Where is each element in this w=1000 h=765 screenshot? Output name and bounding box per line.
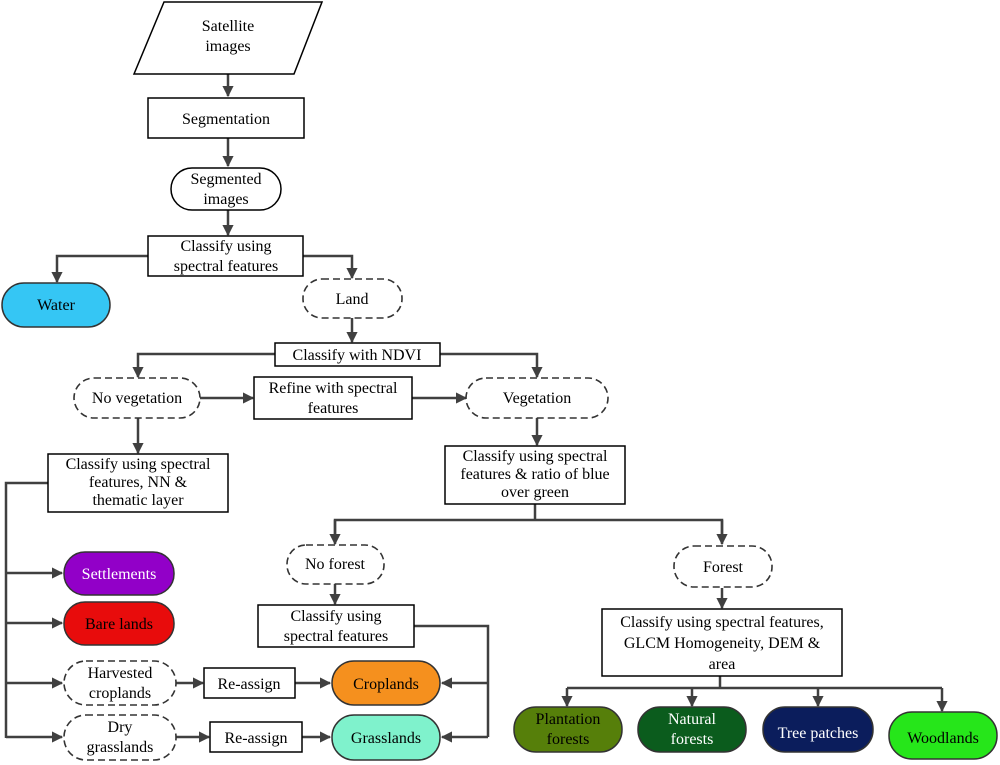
settlements-fill [63,551,175,596]
node-classify-spectral-1: Classify using spectral features [147,235,304,277]
harvested-croplands-line-2: croplands [89,685,151,702]
satellite-images-line-2: images [205,38,250,55]
node-croplands: Croplands [331,660,441,706]
node-no-forest: No forest [286,544,385,585]
bare-lands-label: Bare lands [85,616,153,633]
node-classify-nn-thematic: Classify using spectral features, NN & t… [47,453,229,513]
tree-patches-fill [762,706,874,753]
woodlands-fill [888,711,998,760]
node-satellite-images: Satellite images [132,1,324,75]
woodlands-label: Woodlands [907,730,979,747]
tree-patches-label: Tree patches [778,725,859,742]
node-vegetation: Vegetation [465,377,609,419]
refine-spectral-line-1: Refine with spectral [269,380,398,397]
node-woodlands: Woodlands [888,711,998,760]
vegetation-label: Vegetation [503,390,571,407]
forest-label: Forest [703,559,744,576]
node-water: Water [1,282,111,328]
no-forest-label: No forest [305,556,366,573]
node-segmented-images: Segmented images [170,167,282,211]
node-reassign-2: Re-assign [209,721,303,753]
refine-spectral-line-2: features [308,400,359,417]
node-classify-spectral-2: Classify using spectral features [257,604,415,648]
classify-ndvi-label: Classify with NDVI [293,347,422,364]
classify-glcm-line-1: Classify using spectral features, [620,614,824,631]
node-classify-ndvi: Classify with NDVI [274,342,441,367]
right-bracket-line [414,624,490,737]
node-harvested-croplands: Harvested croplands [63,660,177,706]
arrow-classify-to-water [51,254,148,284]
segmentation-label: Segmentation [182,111,270,128]
classify-spectral-1-line-1: Classify using [180,238,271,255]
classify-spectral-1-line-2: spectral features [174,258,278,275]
node-land: Land [302,278,403,319]
node-natural-forests: Natural forests [637,706,747,753]
classify-nn-line-2: features, NN & [89,474,188,491]
node-grasslands: Grasslands [331,714,441,761]
croplands-label: Croplands [353,676,419,693]
plantation-forests-fill [513,706,623,753]
node-reassign-1: Re-assign [203,667,296,699]
node-settlements: Settlements [63,551,175,596]
node-segmentation: Segmentation [147,97,305,139]
water-label: Water [37,297,75,314]
segmented-images-line-1: Segmented [190,171,261,188]
settlements-label: Settlements [82,566,157,583]
node-classify-glcm: Classify using spectral features, GLCM H… [601,608,843,677]
bare-lands-fill [63,601,175,646]
satellite-images-line-1: Satellite [202,18,254,35]
no-vegetation-label: No vegetation [92,390,182,407]
dry-grasslands-line-1: Dry [108,719,133,736]
natural-forests-fill [637,706,747,753]
classify-blue-green-line-2: features & ratio of blue [460,466,609,483]
water-fill [1,282,111,328]
classify-glcm-line-2: GLCM Homogeneity, DEM & [624,635,821,652]
dry-grasslands-line-2: grasslands [87,739,154,756]
plantation-forests-line-1: Plantation [536,711,601,728]
classify-blue-green-line-1: Classify using spectral [463,448,608,465]
reassign-1-label: Re-assign [217,676,280,693]
left-trunk-line [4,481,48,738]
classify-spectral-2-line-1: Classify using [290,608,381,625]
connectors [4,74,948,743]
arrow-ndvi-to-vegetation [440,352,543,379]
node-classify-blue-green: Classify using spectral features & ratio… [444,445,626,505]
arrow-classify-to-land [303,254,358,280]
node-plantation-forests: Plantation forests [513,706,623,753]
grasslands-fill [331,714,441,761]
node-dry-grasslands: Dry grasslands [63,714,177,761]
reassign-2-label: Re-assign [224,730,287,747]
land-label: Land [336,291,369,308]
classify-glcm-line-3: area [709,656,736,673]
split-line-forest [333,518,724,542]
node-no-vegetation: No vegetation [73,377,201,419]
classify-spectral-2-line-2: spectral features [284,628,388,645]
classify-nn-line-3: thematic layer [92,492,184,509]
natural-forests-line-1: Natural [668,711,717,728]
classify-nn-line-1: Classify using spectral [66,456,211,473]
grasslands-label: Grasslands [351,730,421,747]
plantation-forests-line-2: forests [547,731,590,748]
classify-blue-green-line-3: over green [501,484,569,501]
node-bare-lands: Bare lands [63,601,175,646]
croplands-fill [331,660,441,706]
node-forest: Forest [673,545,773,588]
node-tree-patches: Tree patches [762,706,874,753]
harvested-croplands-line-1: Harvested [88,665,153,682]
segmented-images-line-2: images [203,191,248,208]
natural-forests-line-2: forests [671,731,714,748]
arrow-ndvi-to-no-vegetation [132,352,275,379]
node-refine-spectral: Refine with spectral features [253,376,413,420]
